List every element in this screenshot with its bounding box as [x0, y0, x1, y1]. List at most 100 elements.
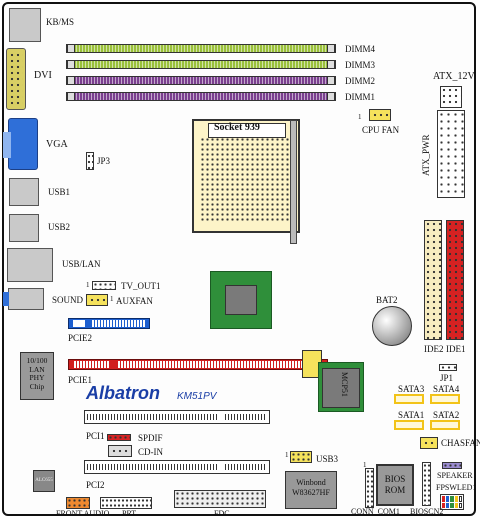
- model-label: KM51PV: [177, 391, 217, 402]
- auxfan-connector: [86, 294, 108, 306]
- usblan-label: USB/LAN: [62, 259, 101, 269]
- ide1-label: IDE1: [446, 344, 466, 354]
- pcie1-slot: [68, 359, 328, 370]
- prt-label: PRT: [122, 509, 137, 518]
- pcb-outline: [2, 2, 476, 516]
- vga-label: VGA: [46, 139, 68, 150]
- tvout-pin1: 1: [86, 281, 90, 289]
- fpswled1-header: [440, 494, 464, 510]
- dimm3-label: DIMM3: [345, 60, 376, 70]
- tvout1-label: TV_OUT1: [121, 281, 161, 291]
- sound-label: SOUND: [52, 295, 84, 305]
- brand-logo: Albatron: [86, 383, 160, 403]
- dvi-label: DVI: [34, 70, 52, 81]
- pci1-label: PCI1: [86, 431, 105, 441]
- fdc-label: FDC: [214, 509, 230, 518]
- dimm2-slot: [66, 76, 336, 85]
- vga-port-housing: [3, 132, 11, 158]
- kbms-port: [9, 8, 41, 42]
- atx12v-connector: [440, 86, 462, 108]
- dimm4-label: DIMM4: [345, 44, 376, 54]
- spdif-header: [107, 434, 131, 441]
- spdif-label: SPDIF: [138, 433, 163, 443]
- sata3-label: SATA3: [398, 384, 425, 394]
- chasfan-connector: [420, 437, 438, 449]
- atxpwr-label: ATX_PWR: [421, 134, 431, 176]
- sata4-label: SATA4: [433, 384, 460, 394]
- sata2-label: SATA2: [433, 410, 460, 420]
- chasfan-label: CHASFAN: [441, 438, 480, 448]
- pci2-slot: [84, 460, 270, 474]
- com1-header: [365, 468, 374, 508]
- winbond-label: Winbond W83627HF: [292, 478, 330, 497]
- jp3-label: JP3: [97, 156, 111, 166]
- cpu-fan-label: CPU FAN: [362, 125, 400, 135]
- fpswled1-label: FPSWLED1: [436, 483, 477, 492]
- tvout1-header: [92, 281, 116, 290]
- sata2-port: [430, 420, 460, 430]
- cdin-label: CD-IN: [138, 447, 163, 457]
- dimm2-label: DIMM2: [345, 76, 376, 86]
- jp1-jumper: [439, 364, 457, 371]
- ide2-label: IDE2: [424, 344, 444, 354]
- usb2-label: USB2: [48, 222, 71, 232]
- cmos-battery: [372, 306, 412, 346]
- fdc-connector: [174, 490, 266, 508]
- auxfan-label: AUXFAN: [116, 296, 153, 306]
- bios-rom-chip: BIOS ROM: [376, 464, 414, 506]
- kbms-label: KB/MS: [46, 17, 75, 27]
- front-audio-header: [66, 497, 90, 509]
- audio-codec-chip: ALC655: [33, 470, 55, 492]
- atx-pwr-connector: [437, 110, 465, 198]
- vga-port: [8, 118, 38, 170]
- northbridge-chip: [322, 368, 360, 408]
- pcie2-slot: [68, 318, 150, 329]
- pci2-label: PCI2: [86, 480, 105, 490]
- bat2-label: BAT2: [376, 295, 398, 305]
- sound-port: [8, 288, 44, 310]
- atx12v-label: ATX_12V: [433, 71, 475, 82]
- com1-pin1: 1: [363, 461, 367, 469]
- pcie2-label: PCIE2: [68, 333, 93, 343]
- northbridge-label: MCP51: [340, 372, 349, 397]
- auxfan-pin1: 1: [110, 295, 114, 303]
- bioscn2-label: BIOSCN2: [410, 507, 444, 516]
- sata1-port: [394, 420, 424, 430]
- jp3-jumper: [86, 152, 94, 170]
- winbond-superio-chip: Winbond W83627HF: [285, 471, 337, 509]
- pci1-slot: [84, 410, 270, 424]
- sata3-port: [394, 394, 424, 404]
- sata4-port: [430, 394, 460, 404]
- usb1-label: USB1: [48, 187, 71, 197]
- dimm1-label: DIMM1: [345, 92, 376, 102]
- pcie1-label: PCIE1: [68, 375, 93, 385]
- dimm4-slot: [66, 44, 336, 53]
- lan-chip-label: 10/100 LAN PHY Chip: [26, 356, 48, 391]
- usb3-header: [290, 451, 312, 463]
- lan-phy-chip: 10/100 LAN PHY Chip: [20, 352, 54, 400]
- audio-chip-label: ALC655: [35, 478, 53, 483]
- bioscn2-header: [422, 462, 431, 506]
- cpu-fan-connector: [369, 109, 391, 121]
- usb3-label: USB3: [316, 454, 339, 464]
- ide1-connector: [446, 220, 464, 340]
- speaker-header: [442, 462, 462, 469]
- dvi-pins: [9, 52, 23, 106]
- com1-label: CONN_COM1: [351, 507, 400, 516]
- cdin-connector: [108, 445, 132, 457]
- frontaudio-label: FRONT AUDIO: [56, 509, 110, 518]
- jp1-label: JP1: [440, 373, 454, 383]
- sata1-label: SATA1: [398, 410, 425, 420]
- usb2-port: [9, 214, 39, 242]
- cpu-fan-pin1: 1: [358, 113, 362, 121]
- dimm1-slot: [66, 92, 336, 101]
- ide2-connector: [424, 220, 442, 340]
- prt-header: [100, 497, 152, 509]
- socket-lever: [290, 120, 297, 244]
- socket-label: Socket 939: [214, 122, 260, 133]
- usb-lan-port: [7, 248, 53, 282]
- cpu-socket: [192, 119, 300, 233]
- usb1-port: [9, 178, 39, 206]
- dimm3-slot: [66, 60, 336, 69]
